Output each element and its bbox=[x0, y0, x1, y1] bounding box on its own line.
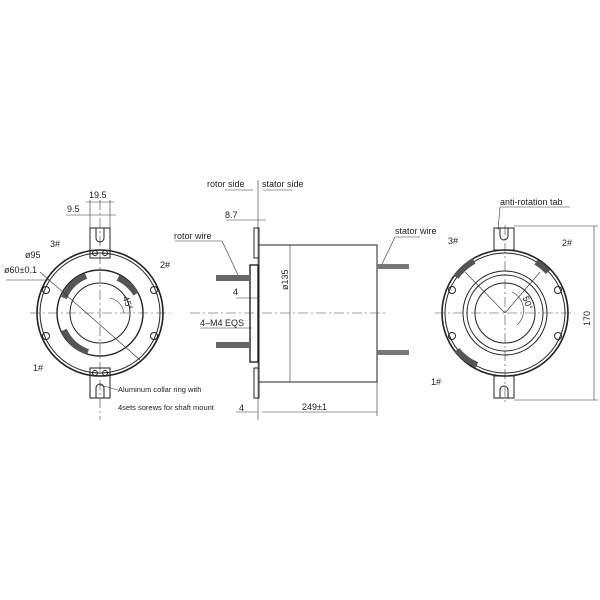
dim-9-5: 9.5 bbox=[67, 204, 80, 214]
dim-4-top: 4 bbox=[233, 287, 238, 297]
dim-length: 249±1 bbox=[302, 402, 327, 412]
rear-port-1-label: 1# bbox=[431, 377, 441, 387]
dim-bore: ø60±0.1 bbox=[4, 265, 37, 275]
rear-port-3-label: 3# bbox=[448, 236, 458, 246]
dim-diameter-95: ø95 bbox=[25, 250, 41, 260]
dim-diameter-135: ø135 bbox=[280, 269, 290, 290]
port-1-label: 1# bbox=[33, 363, 43, 373]
collar-note-line2: 4sets sorews for shaft mount bbox=[118, 403, 215, 412]
port-2-label: 2# bbox=[160, 260, 170, 270]
dim-19-5: 19.5 bbox=[89, 190, 107, 200]
dim-4-bottom: 4 bbox=[239, 403, 244, 413]
rotor-wires bbox=[216, 275, 250, 348]
stator-wire-label: stator wire bbox=[395, 226, 437, 236]
front-view: 19.5 9.5 ø95 ø60±0.1 3# 2# 1# 45° Alumin… bbox=[4, 190, 215, 420]
rotor-wire-label: rotor wire bbox=[174, 231, 212, 241]
dim-8-7: 8.7 bbox=[225, 210, 238, 220]
collar-note-line1: Aluminum collar ring with bbox=[118, 385, 201, 394]
dim-170: 170 bbox=[582, 311, 592, 326]
rotor-side-label: rotor side bbox=[207, 179, 245, 189]
angle-45: 45° bbox=[121, 295, 135, 312]
rear-view: anti-rotation tab 3# 2# 1# 50° 170 bbox=[431, 197, 598, 405]
anti-rotation-tab-label: anti-rotation tab bbox=[500, 197, 563, 207]
side-view: rotor side stator side 8.7 rotor wire 4 … bbox=[174, 179, 437, 420]
rear-port-2-label: 2# bbox=[562, 238, 572, 248]
stator-wires bbox=[377, 264, 409, 355]
port-3-label: 3# bbox=[50, 239, 60, 249]
stator-side-label: stator side bbox=[262, 179, 304, 189]
angle-50: 50° bbox=[521, 295, 535, 312]
screws-label: 4–M4 EQS bbox=[200, 318, 244, 328]
